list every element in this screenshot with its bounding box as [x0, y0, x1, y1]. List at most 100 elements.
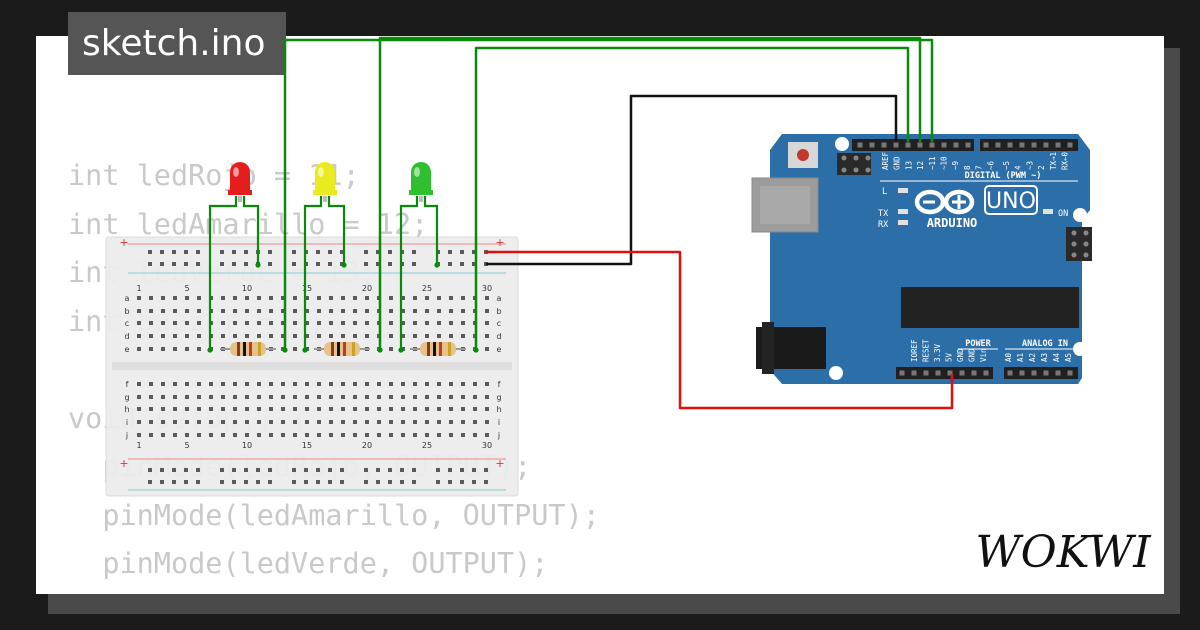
breadboard-hole [257, 309, 261, 313]
breadboard-hole [389, 296, 393, 300]
row-letter: d [496, 332, 501, 341]
header-pin [1055, 142, 1061, 148]
breadboard-hole [341, 433, 345, 437]
rail-hole [184, 250, 188, 254]
breadboard-hole [233, 395, 237, 399]
breadboard-hole [449, 321, 453, 325]
breadboard-hole [245, 382, 249, 386]
breadboard-hole [221, 395, 225, 399]
breadboard-hole [185, 321, 189, 325]
arduino-infinity-logo [914, 189, 975, 215]
breadboard-hole [233, 382, 237, 386]
rail-hole [148, 480, 152, 484]
digital-header-right [980, 139, 1078, 151]
breadboard-hole [389, 382, 393, 386]
breadboard-hole [269, 309, 273, 313]
digital-pin-label: 7 [975, 165, 984, 170]
breadboard-hole [161, 407, 165, 411]
breadboard-hole [233, 433, 237, 437]
breadboard-hole [329, 395, 333, 399]
rail-hole [184, 480, 188, 484]
rail-hole [256, 468, 260, 472]
icsp-pin [1071, 241, 1077, 247]
led-tx-label: TX [878, 209, 889, 219]
breadboard-hole [137, 382, 141, 386]
column-number: 5 [184, 441, 189, 450]
column-number: 15 [302, 284, 312, 293]
rail-hole [316, 250, 320, 254]
breadboard-hole [437, 420, 441, 424]
breadboard-hole [425, 420, 429, 424]
rail-hole [244, 480, 248, 484]
column-number: 30 [482, 441, 492, 450]
power-pin-label: RESET [922, 339, 931, 362]
rail-hole [196, 250, 200, 254]
breadboard-hole [269, 395, 273, 399]
header-pin [893, 142, 899, 148]
breadboard-hole [461, 395, 465, 399]
breadboard-hole [161, 321, 165, 325]
icsp-pin [841, 155, 847, 161]
rail-hole [232, 480, 236, 484]
rail-hole [172, 250, 176, 254]
breadboard-hole [185, 296, 189, 300]
breadboard-hole [485, 382, 489, 386]
digital-pin-label: 4 [1014, 165, 1023, 170]
rail-hole [328, 250, 332, 254]
wire-end [434, 262, 440, 268]
breadboard-hole [365, 433, 369, 437]
digital-pin-label: 13 [904, 161, 913, 170]
breadboard-hole [329, 433, 333, 437]
breadboard-hole [317, 309, 321, 313]
digital-pin-label: ~5 [1002, 161, 1011, 170]
breadboard-hole [293, 395, 297, 399]
row-letter: g [124, 393, 129, 402]
analog-pin-label: A2 [1028, 353, 1037, 362]
row-letter: b [496, 307, 501, 316]
breadboard-hole [365, 309, 369, 313]
breadboard-hole [317, 433, 321, 437]
wire-5v-red [486, 250, 954, 410]
breadboard-hole [173, 334, 177, 338]
breadboard-hole [245, 321, 249, 325]
header-pin [911, 370, 917, 376]
digital-pin-label: ~6 [986, 160, 995, 170]
breadboard-hole [149, 334, 153, 338]
digital-pin-label: 2 [1037, 165, 1046, 170]
rail-hole [232, 250, 236, 254]
rail-hole [316, 468, 320, 472]
icsp-pin [841, 167, 847, 173]
rail-hole [244, 468, 248, 472]
breadboard-hole [221, 321, 225, 325]
breadboard-hole [461, 309, 465, 313]
breadboard-hole [401, 433, 405, 437]
rail-hole [436, 468, 440, 472]
wire-green-a [283, 38, 934, 350]
wire-end [302, 347, 308, 353]
wokwi-logo: WOKWI [975, 527, 1152, 578]
rail-hole [448, 480, 452, 484]
breadboard-hole [197, 382, 201, 386]
breadboard-hole [209, 420, 213, 424]
breadboard-hole [473, 382, 477, 386]
breadboard-hole [209, 433, 213, 437]
rail-hole [388, 262, 392, 266]
breadboard-hole [389, 433, 393, 437]
resistor-1 [220, 342, 276, 356]
rail-hole [268, 250, 272, 254]
breadboard-hole [353, 433, 357, 437]
breadboard-hole [281, 420, 285, 424]
breadboard-hole [389, 309, 393, 313]
breadboard-hole [185, 420, 189, 424]
rail-hole [148, 262, 152, 266]
breadboard-hole [389, 334, 393, 338]
rail-hole [220, 262, 224, 266]
breadboard-hole [485, 321, 489, 325]
breadboard-hole [413, 382, 417, 386]
breadboard-hole [437, 296, 441, 300]
rail-hole [364, 250, 368, 254]
breadboard-hole [173, 296, 177, 300]
breadboard-hole [365, 407, 369, 411]
breadboard-hole [161, 420, 165, 424]
